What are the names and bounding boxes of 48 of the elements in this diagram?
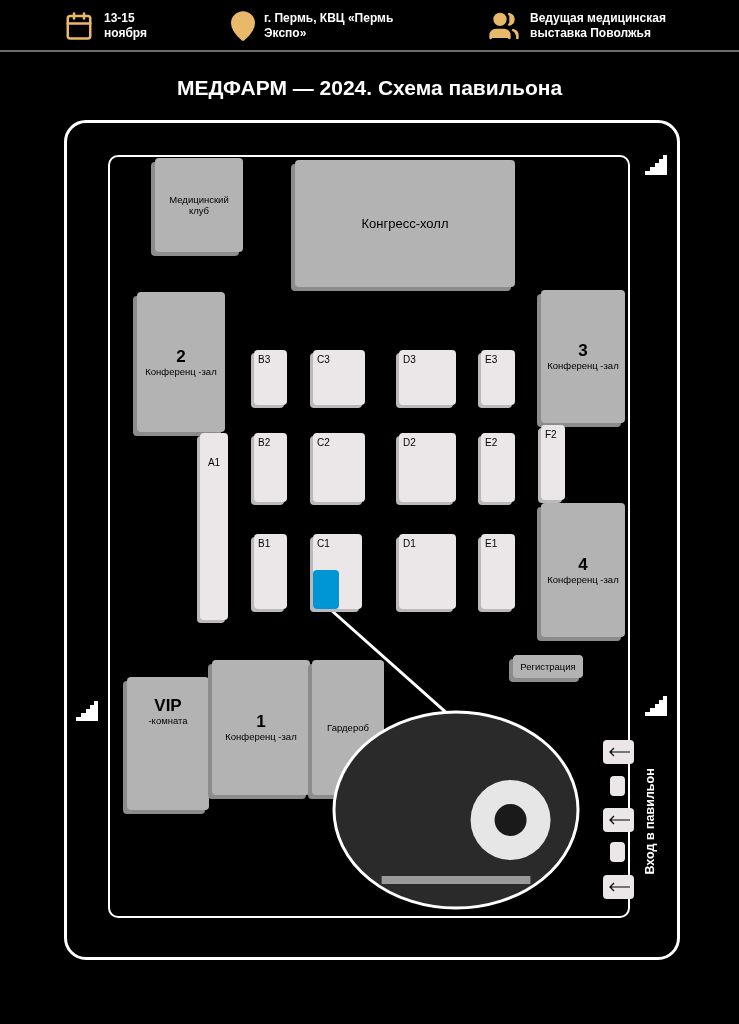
- booth-block: [313, 534, 362, 609]
- booth-block: [254, 534, 287, 609]
- room-label: A1: [207, 457, 221, 469]
- hall-number: 1: [256, 713, 266, 731]
- room-label: -комната: [147, 715, 189, 726]
- room-label: F2: [545, 429, 557, 441]
- room-label: D1: [403, 538, 416, 550]
- booth-block: [481, 433, 515, 502]
- booth-block: [254, 433, 287, 502]
- room-label: C3: [317, 354, 330, 366]
- room-label: Гардероб: [326, 722, 370, 733]
- room-label: D3: [403, 354, 416, 366]
- room-label: Медицинский клуб: [168, 194, 230, 216]
- room-label: Конференц -зал: [546, 360, 620, 371]
- entrance-label: Вход в павильон: [641, 767, 658, 877]
- booth-block: [399, 350, 456, 405]
- booth-block: [399, 534, 456, 609]
- booth-block: [481, 350, 515, 405]
- booth-block: [481, 534, 515, 609]
- room-label: B3: [258, 354, 271, 366]
- booth-block: [399, 433, 456, 502]
- room-label: Конференц -зал: [224, 731, 298, 742]
- booth-block: [313, 570, 339, 609]
- room-label: B2: [258, 437, 271, 449]
- room-label: E2: [485, 437, 498, 449]
- tagline-text: Ведущая медицинская выставка Поволжья: [530, 11, 667, 41]
- booth-block: [541, 425, 565, 500]
- room-label: E1: [485, 538, 498, 550]
- hall-number: 4: [578, 555, 588, 574]
- hall-number: VIP: [154, 697, 182, 715]
- booth-block: [200, 433, 228, 620]
- room-label: C2: [317, 437, 330, 449]
- booth-block: [254, 350, 287, 405]
- room-label: C1: [317, 538, 330, 550]
- date-text: 13-15 ноября: [104, 11, 148, 41]
- room-label: B1: [258, 538, 271, 550]
- room-label: Регистрация: [519, 661, 577, 672]
- hall-number: 3: [578, 342, 588, 360]
- room-label: Конференц -зал: [546, 573, 620, 585]
- room-label: D2: [403, 437, 416, 449]
- room-label: E3: [485, 354, 498, 366]
- location-text: г. Пермь, КВЦ «Пермь Экспо»: [264, 11, 395, 41]
- booth-block: [313, 433, 365, 502]
- room-label: Конференц -зал: [144, 365, 218, 377]
- page-title: МЕДФАРМ — 2024. Схема павильона: [175, 75, 564, 101]
- hall-number: 2: [176, 347, 186, 366]
- room-label: Конгресс-холл: [361, 216, 449, 231]
- booth-block: [313, 350, 365, 405]
